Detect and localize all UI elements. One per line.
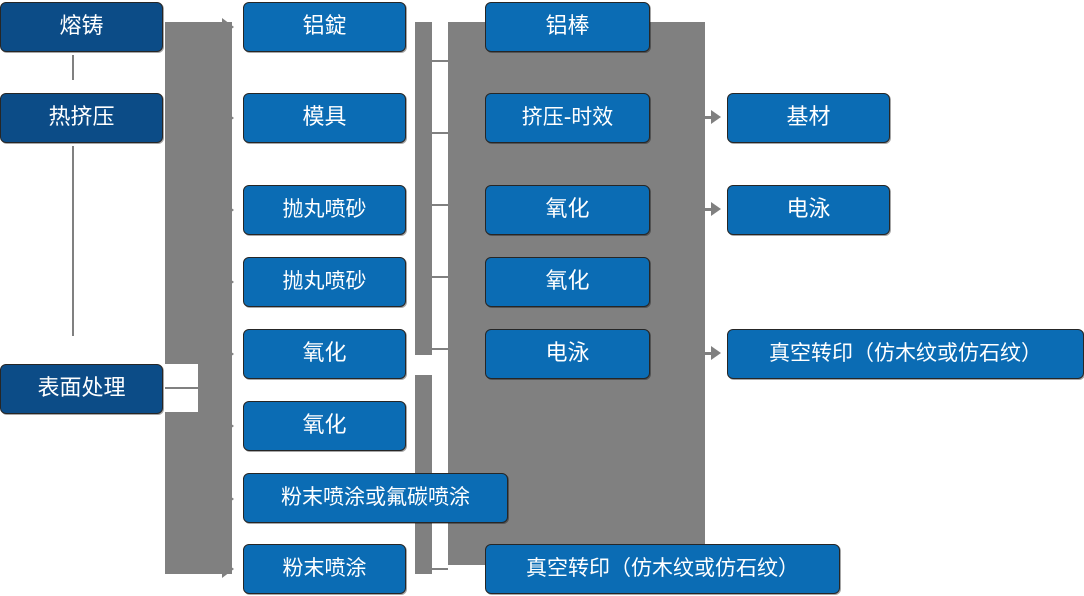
connector-tie-2 [432,132,448,134]
process-label: 挤压-时效 [521,105,614,130]
process-box-mold[interactable]: 模具 [243,93,406,143]
connector-stage-tick-2 [72,146,74,336]
connector-surface-stub [165,387,198,389]
arrow-to-col2-2 [222,109,234,127]
connector-tie-5 [432,348,448,350]
process-box-powder-or-fluorocarbon-coating[interactable]: 粉末喷涂或氟碳喷涂 [243,473,508,523]
arrow-to-col2-7 [222,490,234,508]
arrow-to-col2-1 [222,18,234,36]
process-label: 真空转印（仿木纹或仿石纹） [526,556,799,581]
process-box-oxidation-3[interactable]: 氧化 [485,185,650,235]
arrow-stem-to-col4-2 [703,208,713,211]
process-box-powder-coating[interactable]: 粉末喷涂 [243,544,406,594]
process-label: 氧化 [545,268,590,294]
process-box-electrophoresis-1[interactable]: 电泳 [485,329,650,379]
process-label: 氧化 [545,196,590,222]
process-box-shot-blasting-1[interactable]: 抛丸喷砂 [243,185,406,235]
connector-tie-3 [432,204,448,206]
arrow-to-col4-1 [711,110,721,124]
connector-middle-rail-top [415,22,432,355]
connector-stage-tick-1 [72,55,74,80]
arrow-to-col4-2 [711,202,721,216]
stage-box-hot-extrude[interactable]: 热挤压 [0,93,163,143]
connector-tie-6 [432,568,448,570]
output-box-vacuum-transfer[interactable]: 真空转印（仿木纹或仿石纹） [727,329,1084,379]
process-label: 抛丸喷砂 [282,269,367,294]
process-label: 氧化 [302,340,347,366]
connector-tie-gap [432,22,448,574]
arrow-to-col2-8 [222,560,234,578]
process-box-aluminum-ingot[interactable]: 铝錠 [243,2,406,52]
arrow-to-col2-3 [222,201,234,219]
process-label: 粉末喷涂或氟碳喷涂 [281,485,470,510]
process-box-oxidation-2[interactable]: 氧化 [243,401,406,451]
process-label: 抛丸喷砂 [282,197,367,222]
stage-label: 表面处理 [37,375,126,401]
stage-box-surface-treatment[interactable]: 表面处理 [0,364,163,414]
process-label: 粉末喷涂 [282,556,367,581]
arrow-to-col2-5 [222,345,234,363]
process-box-vacuum-transfer-1[interactable]: 真空转印（仿木纹或仿石纹） [485,544,840,594]
process-box-shot-blasting-2[interactable]: 抛丸喷砂 [243,257,406,307]
stage-label: 熔铸 [59,13,104,39]
arrow-to-col4-3 [711,346,721,360]
output-label: 真空转印（仿木纹或仿石纹） [769,341,1042,366]
output-box-base-material[interactable]: 基材 [727,93,890,143]
stage-box-melt-cast[interactable]: 熔铸 [0,2,163,52]
process-label: 铝棒 [545,13,590,39]
process-label: 模具 [302,104,347,130]
output-label: 基材 [786,104,831,130]
process-label: 氧化 [302,412,347,438]
process-box-oxidation-4[interactable]: 氧化 [485,257,650,307]
process-label: 铝錠 [302,13,347,39]
process-box-aluminum-bar[interactable]: 铝棒 [485,2,650,52]
arrow-to-col2-6 [222,417,234,435]
arrow-to-col2-4 [222,273,234,291]
process-label: 电泳 [545,340,590,366]
output-box-electrophoresis[interactable]: 电泳 [727,185,890,235]
stage-label: 热挤压 [48,104,115,130]
arrow-stem-to-col4-3 [703,352,713,355]
connector-tie-4 [432,276,448,278]
output-label: 电泳 [786,196,831,222]
process-box-oxidation-1[interactable]: 氧化 [243,329,406,379]
process-box-extrusion-aging[interactable]: 挤压-时效 [485,93,650,143]
arrow-stem-to-col4-1 [703,116,713,119]
connector-tie-1 [432,60,448,62]
connector-left-band [165,22,232,574]
